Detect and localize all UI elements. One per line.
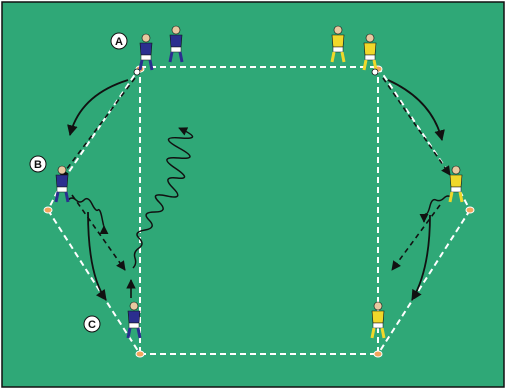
cone-right	[466, 207, 474, 213]
label-a-marker: A	[111, 33, 127, 49]
ball-top-right	[372, 69, 378, 75]
label-a: A	[115, 36, 123, 48]
label-c-marker: C	[84, 316, 100, 332]
label-b: B	[34, 159, 42, 171]
cone-bottom-right	[374, 351, 382, 357]
label-b-marker: B	[30, 156, 46, 172]
ball-top-left	[134, 69, 140, 75]
cone-bottom-left	[136, 351, 144, 357]
cone-left	[44, 207, 52, 213]
label-c: C	[88, 319, 96, 331]
